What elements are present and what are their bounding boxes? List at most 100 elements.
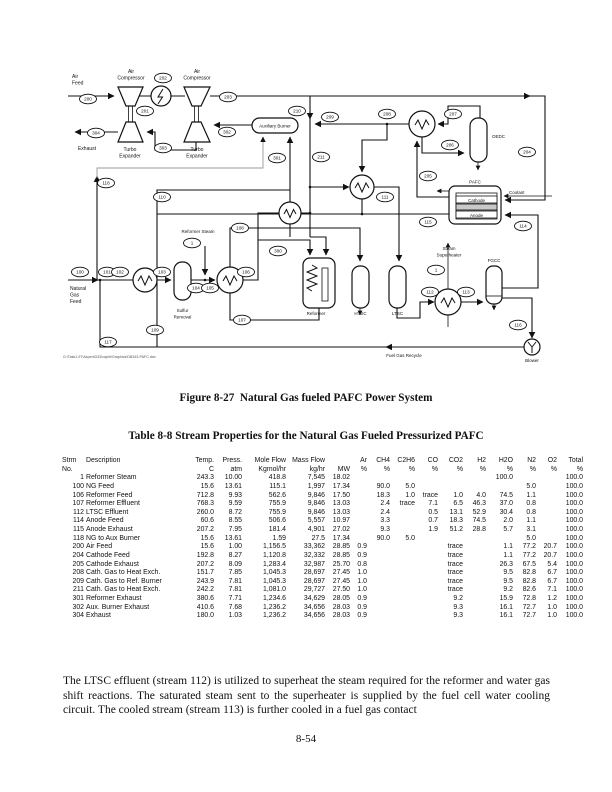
stream-tag-1-superheater: 1 [427, 264, 445, 276]
stream-tag-111: 111 [376, 191, 394, 203]
body-paragraph: The LTSC effluent (stream 112) is utiliz… [63, 675, 550, 717]
svg-text:Removal: Removal [174, 315, 192, 320]
table-header: Strm Description Temp. Press. Mole Flow … [62, 457, 583, 473]
heat-exchanger-b [349, 174, 375, 200]
electrolyte-band [455, 203, 498, 211]
stream-tag-202: 202 [154, 72, 172, 84]
svg-text:211: 211 [317, 155, 325, 160]
reformer-label: Reformer [307, 311, 326, 316]
svg-text:200: 200 [84, 97, 92, 102]
svg-text:103: 103 [158, 270, 166, 275]
svg-text:303: 303 [159, 146, 167, 151]
sulfur-removal-label: Sulfur [177, 308, 189, 313]
figure-labels: Air Feed Air Compressor Air Compressor T… [63, 69, 539, 363]
turbo-expander-1-label: Turbo [124, 147, 137, 153]
svg-text:1: 1 [191, 241, 194, 246]
motor-generator [150, 85, 172, 107]
stream-tag-112: 112 [421, 286, 439, 298]
table-row: 115 Anode Exhaust 207.2 7.95 181.4 4,901… [73, 526, 583, 533]
oedc-label: OEDC [492, 134, 506, 139]
col-header-strm: Strm [62, 457, 77, 464]
fgcc-label: FGCC [488, 258, 501, 263]
air-compressor-2 [183, 86, 211, 107]
process-lines [68, 92, 552, 351]
air-compressor-2-label: Air [194, 69, 200, 75]
oedc-vessel [469, 117, 488, 163]
stream-tag-206: 206 [441, 139, 459, 151]
blower [523, 338, 541, 356]
heat-exchanger-d [132, 267, 158, 293]
table-row: 118 NG to Aux Burner 15.6 13.61 1.59 27.… [73, 534, 583, 542]
stream-properties-table: Strm Description Temp. Press. Mole Flow … [61, 457, 584, 621]
stream-tag-300: 300 [269, 245, 287, 257]
svg-text:106: 106 [242, 270, 250, 275]
stream-tag-203: 203 [219, 91, 237, 103]
reformer [302, 257, 336, 309]
stream-tag-108: 108 [231, 222, 249, 234]
col-header-temp: Temp. [195, 457, 214, 464]
svg-text:104: 104 [192, 286, 200, 291]
svg-text:206: 206 [446, 143, 454, 148]
col-header-n2: N2 [527, 457, 536, 464]
air-feed-label: Air [72, 74, 78, 80]
svg-text:204: 204 [523, 150, 531, 155]
natural-gas-feed-label: Natural [70, 286, 86, 292]
stream-tag-1-reformer-steam: 1 [183, 237, 201, 249]
anode-label: Anode [470, 213, 484, 218]
svg-text:102: 102 [116, 270, 124, 275]
heat-exchanger-c [278, 201, 302, 225]
svg-text:117: 117 [104, 340, 112, 345]
stream-tag-204: 204 [518, 146, 536, 158]
stream-tag-302: 302 [218, 126, 236, 138]
table-row: 205 Cathode Exhaust 207.2 8.09 1,283.4 3… [72, 560, 584, 568]
svg-text:304: 304 [92, 131, 100, 136]
steam-superheater [434, 288, 462, 316]
svg-text:Compressor: Compressor [183, 76, 211, 82]
svg-text:101: 101 [103, 270, 111, 275]
air-compressor-1-label: Air [128, 69, 134, 75]
col-header-c2h6: C2H6 [397, 457, 415, 464]
pafc-flow-diagram: 200 202 201 203 304 302 303 301 210 209 … [63, 69, 552, 363]
table-row: 114 Anode Feed 60.6 8.55 506.6 5,557 10.… [73, 517, 583, 525]
htsc-vessel [351, 265, 370, 309]
stream-tag-100: 100 [71, 266, 89, 278]
stream-tag-103: 103 [153, 266, 171, 278]
heat-exchanger-a [408, 110, 436, 138]
figure-caption: Figure 8-27 Natural Gas fueled PAFC Powe… [179, 392, 433, 404]
stream-tag-118: 118 [97, 177, 115, 189]
stream-tag-110: 110 [153, 191, 171, 203]
cathode-label: Cathode [468, 198, 486, 203]
table-row: 107 Reformer Effluent 768.3 9.59 755.9 9… [72, 500, 584, 508]
svg-text:112: 112 [426, 290, 434, 295]
stream-tag-207: 207 [444, 108, 462, 120]
stream-tag-106: 106 [237, 266, 255, 278]
svg-text:205: 205 [424, 174, 432, 179]
table-row: 304 Exhaust 180.0 1.03 1,236.2 34,656 28… [72, 612, 584, 620]
stream-tag-115: 115 [419, 216, 437, 228]
stream-tags: 200 202 201 203 304 302 303 301 210 209 … [71, 72, 536, 348]
auxiliary-burner-label: Auxiliary Burner [259, 124, 291, 129]
table-row: 208 Cath. Gas to Heat Exch. 151.7 7.85 1… [72, 569, 584, 577]
stream-tag-210: 210 [288, 105, 306, 117]
table-body: 1 Reformer Steam 243.3 10.00 418.8 7,545… [61, 474, 584, 621]
col-header-ch4: CH4 [376, 457, 390, 464]
svg-text:107: 107 [238, 318, 246, 323]
stream-tag-117: 117 [99, 336, 117, 348]
svg-text:111: 111 [382, 195, 389, 200]
svg-text:207: 207 [449, 112, 457, 117]
fuel-gas-recycle-label: Fuel Gas Recycle [386, 353, 422, 358]
stream-tag-201: 201 [136, 105, 154, 117]
svg-text:105: 105 [206, 286, 214, 291]
auxiliary-burner [251, 117, 299, 134]
col-header-no: No. [62, 465, 73, 473]
svg-text:Compressor: Compressor [117, 76, 145, 82]
svg-text:114: 114 [519, 224, 527, 229]
svg-text:116: 116 [514, 323, 522, 328]
col-header-o2: O2 [547, 457, 557, 464]
svg-text:110: 110 [158, 195, 166, 200]
table-row: 209 Cath. Gas to Ref. Burner 243.9 7.81 … [72, 577, 584, 585]
svg-text:Expander: Expander [186, 154, 208, 160]
col-header-ar: Ar [360, 457, 367, 464]
table-caption: Table 8-8 Stream Properties for the Natu… [128, 430, 484, 442]
